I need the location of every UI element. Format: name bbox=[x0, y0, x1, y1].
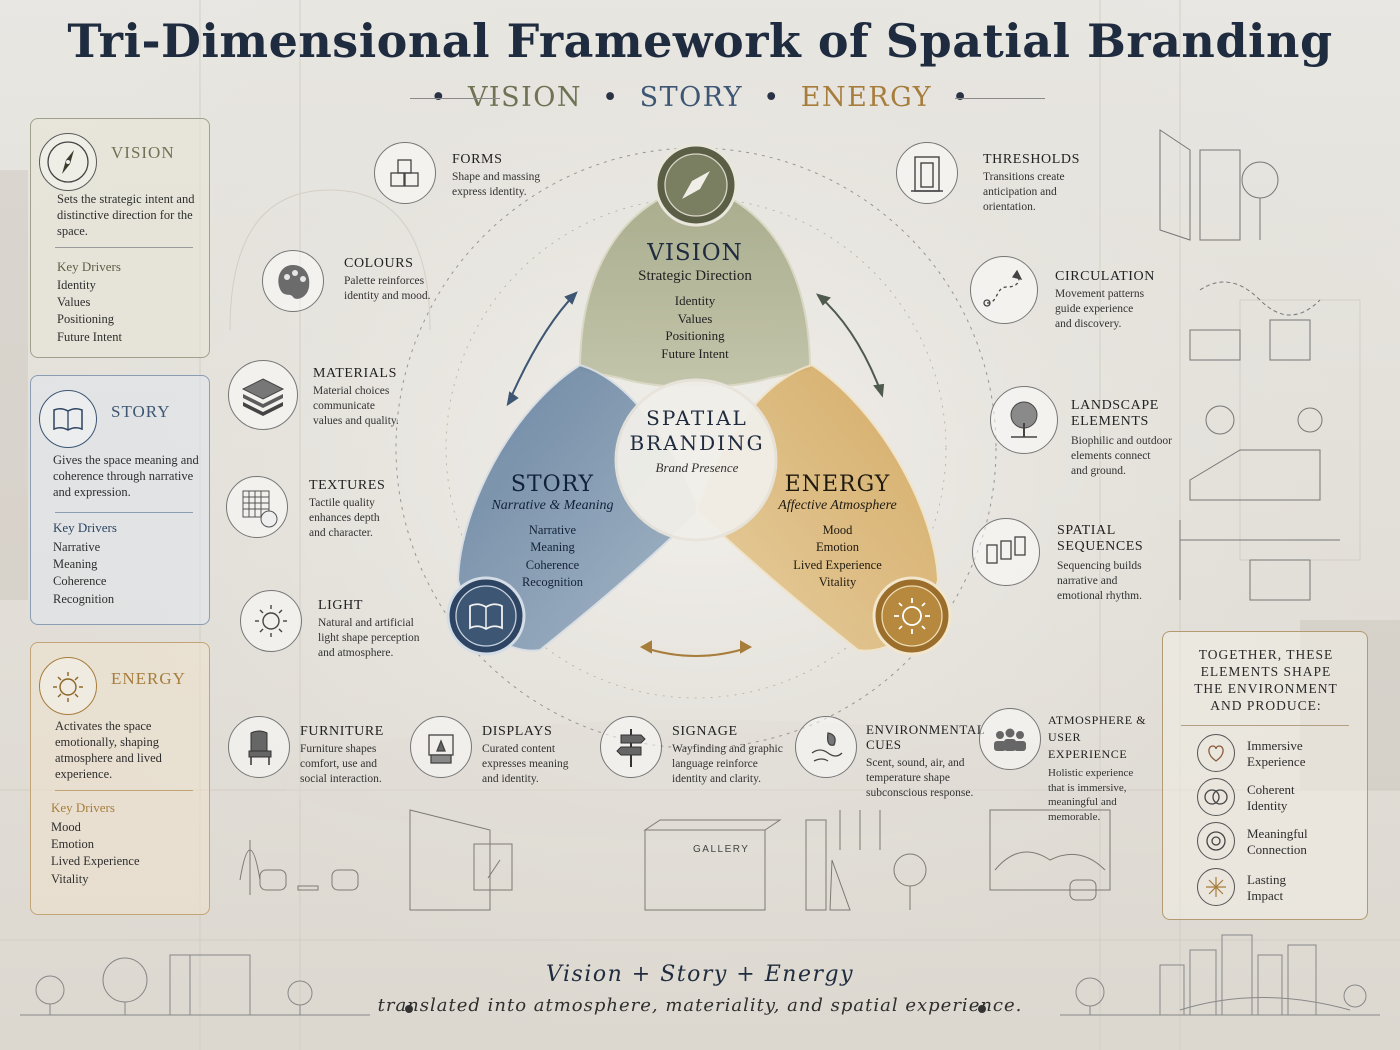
tree-icon bbox=[990, 386, 1058, 454]
gallery-sign-label: GALLERY bbox=[693, 844, 750, 855]
frames-icon bbox=[972, 518, 1040, 586]
layers-icon bbox=[228, 360, 298, 430]
subtitle-story: STORY bbox=[639, 82, 744, 113]
story-petal-items: Narrative Meaning Coherence Recognition bbox=[521, 523, 584, 589]
compass-icon bbox=[654, 143, 738, 227]
cubes-icon bbox=[374, 142, 436, 204]
story-card-title: STORY bbox=[111, 402, 171, 421]
core-circle bbox=[614, 378, 778, 542]
sun-icon bbox=[872, 576, 952, 656]
rings-icon bbox=[1197, 778, 1235, 816]
divider bbox=[1181, 725, 1349, 726]
vision-petal-items: Identity Values Positioning Future Inten… bbox=[661, 293, 729, 361]
story-petal-text: STORY Narrative & Meaning Narrative Mean… bbox=[470, 472, 635, 591]
energy-card-description: Activates the space emotionally, shaping… bbox=[55, 719, 162, 781]
divider bbox=[55, 247, 193, 248]
energy-drivers-list: Mood Emotion Lived Experience Vitality bbox=[51, 820, 140, 886]
energy-petal-text: ENERGY Affective Atmosphere Mood Emotion… bbox=[755, 472, 920, 591]
display-case-icon bbox=[410, 716, 472, 778]
divider bbox=[55, 512, 193, 513]
texture-icon bbox=[226, 476, 288, 538]
book-icon bbox=[446, 576, 526, 656]
city-sketch-right bbox=[1060, 934, 1380, 1016]
story-card-description: Gives the space meaning and coherence th… bbox=[53, 453, 199, 499]
footer-formula: Vision + Story + Energy bbox=[546, 962, 854, 987]
sun-icon bbox=[39, 657, 97, 715]
central-diagram bbox=[446, 143, 952, 657]
divider bbox=[55, 790, 193, 791]
footer-dot-right bbox=[978, 1005, 986, 1013]
energy-card: ENERGY Activates the space emotionally, … bbox=[30, 642, 210, 915]
landscape-sketch-left bbox=[20, 954, 370, 1016]
footer-tagline: translated into atmosphere, materiality,… bbox=[377, 995, 1023, 1016]
story-energy-arrow bbox=[639, 640, 753, 657]
story-petal-title: STORY bbox=[510, 472, 595, 497]
energy-petal-items: Mood Emotion Lived Experience Vitality bbox=[793, 523, 882, 589]
chair-icon bbox=[228, 716, 290, 778]
page-subtitle: • VISION • STORY • ENERGY • bbox=[430, 82, 970, 113]
palette-icon bbox=[262, 250, 324, 312]
vision-petal-text: VISION Strategic Direction Identity Valu… bbox=[600, 240, 790, 362]
vision-energy-arrow bbox=[815, 293, 885, 398]
signpost-icon bbox=[600, 716, 662, 778]
subtitle-energy: ENERGY bbox=[800, 82, 933, 113]
target-icon bbox=[1197, 822, 1235, 860]
vision-card-title: VISION bbox=[111, 143, 175, 162]
energy-petal-subtitle: Affective Atmosphere bbox=[778, 498, 897, 513]
spark-icon bbox=[1197, 868, 1235, 906]
subtitle-vision: VISION bbox=[467, 82, 583, 113]
door-icon bbox=[896, 142, 958, 204]
core-text: SPATIAL BRANDING Brand Presence bbox=[622, 406, 772, 476]
story-drivers-list: Narrative Meaning Coherence Recognition bbox=[53, 540, 115, 606]
story-card: STORY Gives the space meaning and cohere… bbox=[30, 375, 210, 625]
subtitle-rule-right bbox=[955, 98, 1045, 99]
footer-dot-left bbox=[405, 1005, 413, 1013]
energy-card-title: ENERGY bbox=[111, 669, 186, 688]
energy-drivers-heading: Key Drivers bbox=[51, 800, 115, 815]
architectural-sketches bbox=[1159, 129, 1340, 601]
leaf-wind-icon bbox=[795, 716, 857, 778]
book-icon bbox=[39, 390, 97, 448]
vision-story-arrow bbox=[506, 291, 578, 407]
vision-drivers-list: Identity Values Positioning Future Inten… bbox=[57, 278, 122, 344]
story-petal-subtitle: Narrative & Meaning bbox=[491, 498, 614, 513]
subtitle-rule-left bbox=[410, 98, 500, 99]
energy-petal-title: ENERGY bbox=[784, 472, 891, 497]
interior-sketches bbox=[239, 809, 1111, 911]
vision-petal-subtitle: Strategic Direction bbox=[638, 268, 752, 284]
heart-icon bbox=[1197, 734, 1235, 772]
story-drivers-heading: Key Drivers bbox=[53, 520, 117, 535]
vision-card: VISION Sets the strategic intent and dis… bbox=[30, 118, 210, 358]
element-atmosphere-user-experience: ATMOSPHERE &USER EXPERIENCE Holistic exp… bbox=[1048, 713, 1147, 823]
core-subtitle: Brand Presence bbox=[655, 460, 739, 475]
vision-petal-title: VISION bbox=[647, 240, 743, 266]
core-title: SPATIAL BRANDING bbox=[629, 406, 765, 455]
page-title: Tri-Dimensional Framework of Spatial Bra… bbox=[67, 14, 1333, 68]
people-icon bbox=[979, 708, 1041, 770]
vision-drivers-heading: Key Drivers bbox=[57, 259, 121, 274]
path-icon bbox=[970, 256, 1038, 324]
sun-icon bbox=[240, 590, 302, 652]
compass-icon bbox=[39, 133, 97, 191]
vision-card-description: Sets the strategic intent and distinctiv… bbox=[57, 192, 195, 238]
